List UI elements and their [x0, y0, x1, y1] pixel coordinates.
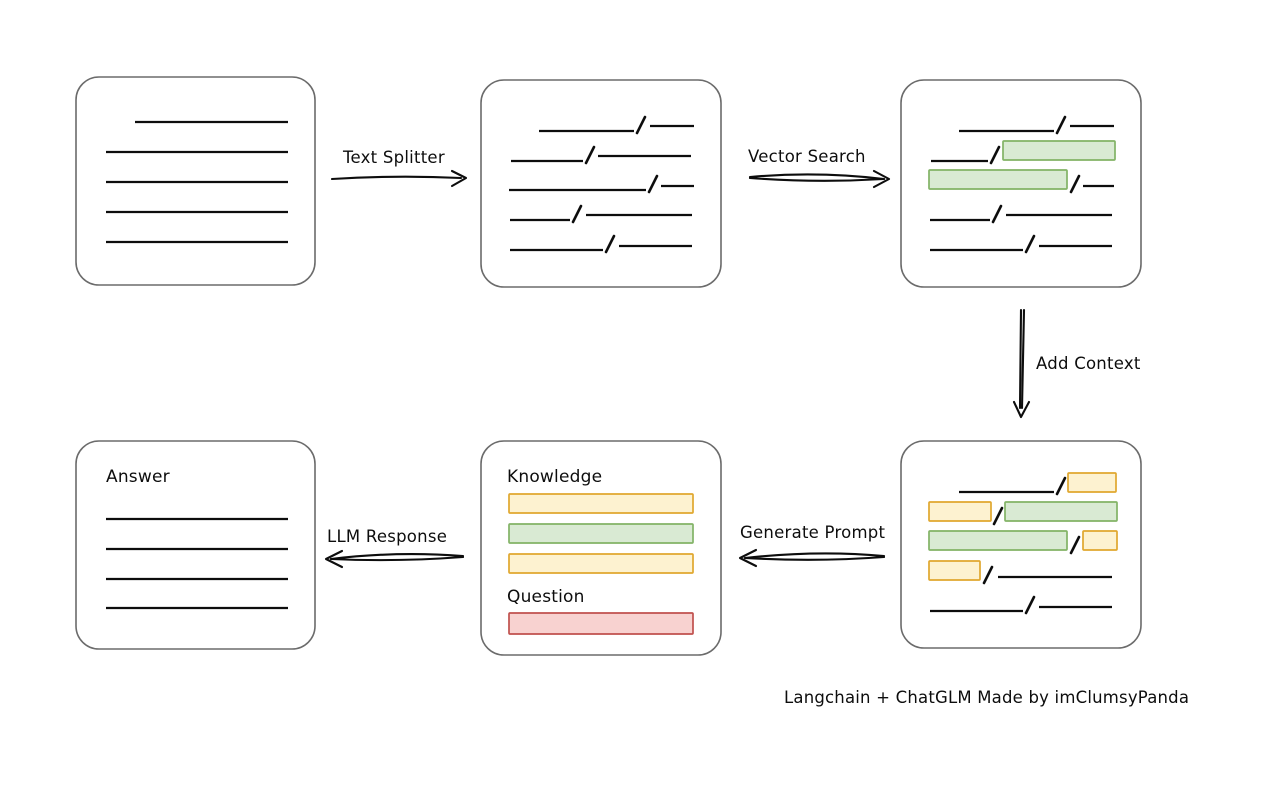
- arrow-shaft-2: [329, 555, 465, 562]
- edge-llm-response: LLM Response: [324, 527, 465, 569]
- question-label: Question: [507, 587, 585, 607]
- edge-generate-prompt: Generate Prompt: [738, 523, 886, 568]
- split-slash-icon: [982, 565, 994, 585]
- node-matched-chunks[interactable]: [900, 79, 1142, 288]
- edge-label-add-context: Add Context: [1036, 354, 1141, 373]
- split-slash-icon: [1024, 234, 1036, 254]
- edge-label-llm-response: LLM Response: [327, 527, 447, 546]
- arrow-head-icon: [1012, 400, 1031, 419]
- node-answer-card[interactable]: Answer: [75, 440, 316, 650]
- arrow-shaft-2: [743, 555, 886, 561]
- split-slash-icon: [635, 115, 647, 135]
- edge-text-splitter: Text Splitter: [330, 148, 468, 188]
- arrow-shaft: [743, 552, 886, 560]
- split-slash-icon: [1069, 174, 1081, 194]
- split-slash-icon: [584, 145, 596, 165]
- arrow-shaft: [748, 173, 886, 181]
- answer-label: Answer: [106, 467, 170, 487]
- footer-credit: Langchain + ChatGLM Made by imClumsyPand…: [784, 688, 1189, 707]
- edge-label-generate-prompt: Generate Prompt: [740, 523, 886, 542]
- node-source-document[interactable]: [75, 76, 316, 286]
- split-slash-icon: [992, 506, 1004, 526]
- split-slash-icon: [571, 204, 583, 224]
- split-slash-icon: [1069, 535, 1081, 555]
- split-slash-icon: [989, 145, 1001, 165]
- question-bar: [508, 612, 694, 635]
- split-slash-icon: [1055, 476, 1067, 496]
- arrow-head-icon: [450, 169, 468, 188]
- knowledge-bar: [508, 493, 694, 514]
- matched-chunk-highlight: [1004, 501, 1118, 522]
- edge-add-context: Add Context: [1012, 308, 1141, 419]
- context-chunk-highlight: [1082, 530, 1118, 551]
- edge-label-vector-search: Vector Search: [748, 147, 866, 166]
- split-slash-icon: [604, 234, 616, 254]
- matched-chunk-highlight: [928, 169, 1068, 190]
- split-slash-icon: [991, 204, 1003, 224]
- split-slash-icon: [1024, 595, 1036, 615]
- arrow-shaft: [1018, 308, 1023, 410]
- knowledge-bar: [508, 523, 694, 544]
- context-chunk-highlight: [928, 501, 992, 522]
- arrow-shaft: [330, 175, 463, 181]
- edge-vector-search: Vector Search: [748, 147, 891, 189]
- matched-chunk-highlight: [928, 530, 1068, 551]
- edge-label-text-splitter: Text Splitter: [342, 148, 445, 167]
- node-split-chunks[interactable]: [480, 79, 722, 288]
- arrow-head-icon: [872, 169, 891, 189]
- knowledge-label: Knowledge: [507, 467, 602, 487]
- split-slash-icon: [647, 174, 659, 194]
- node-prompt-card[interactable]: Knowledge Question: [480, 440, 722, 656]
- arrow-head-icon: [324, 549, 344, 569]
- answer-card[interactable]: [75, 440, 316, 650]
- arrow-shaft-2: [1020, 308, 1026, 410]
- context-chunk-highlight: [928, 560, 981, 581]
- split-chunks-card[interactable]: [480, 79, 722, 288]
- arrow-shaft-2: [748, 176, 886, 182]
- arrow-shaft: [329, 553, 465, 561]
- arrow-head-icon: [738, 548, 758, 568]
- context-chunk-highlight: [1067, 472, 1117, 493]
- matched-chunk-highlight: [1002, 140, 1116, 161]
- node-context-chunks[interactable]: [900, 440, 1142, 649]
- knowledge-bar: [508, 553, 694, 574]
- split-slash-icon: [1055, 115, 1067, 135]
